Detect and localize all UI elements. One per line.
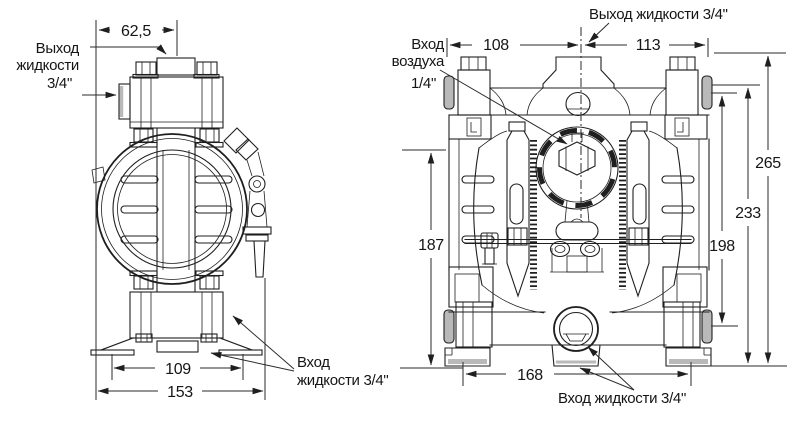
dim-62-5: 62,5 xyxy=(98,23,175,40)
dim-109-value: 109 xyxy=(165,361,191,378)
dim-168: 168 xyxy=(462,362,692,386)
top-port-leader xyxy=(90,44,167,55)
lower-right-side-cap xyxy=(702,310,712,343)
upper-left-side-cap xyxy=(444,76,454,109)
front-outlet-label: Выход жидкости 3/4" xyxy=(588,6,728,43)
side-view-pump xyxy=(90,57,272,356)
front-view-annotations: 108 113 Выход жидкости 3/4" Вход воздуха… xyxy=(392,6,787,407)
side-clamp-latch xyxy=(223,127,272,278)
dim-198-value: 198 xyxy=(709,238,735,255)
svg-text:Выход: Выход xyxy=(36,40,80,57)
side-outlet-label: Выход жидкости 3/4" xyxy=(16,40,117,99)
side-inlet-port xyxy=(156,340,199,353)
svg-text:воздуха: воздуха xyxy=(392,53,445,70)
dim-187-value: 187 xyxy=(418,237,444,254)
front-inlet-label: Вход жидкости 3/4" xyxy=(558,346,686,407)
front-inlet-port xyxy=(551,306,601,367)
dim-153: 153 xyxy=(97,278,266,401)
left-chamber-arc xyxy=(473,147,483,286)
lower-left-side-cap xyxy=(444,310,454,343)
front-view-pump xyxy=(443,56,713,367)
dim-265: 265 xyxy=(714,52,786,364)
left-clamp-band xyxy=(506,121,537,298)
right-chamber-arc xyxy=(673,147,683,286)
dim-113: 113 xyxy=(584,37,709,57)
dim-108: 108 xyxy=(446,37,579,57)
svg-text:Вход: Вход xyxy=(297,354,330,371)
svg-text:3/4": 3/4" xyxy=(47,75,72,92)
side-clamp-band xyxy=(96,133,248,285)
dim-265-value: 265 xyxy=(755,155,781,172)
right-clamp-band xyxy=(619,121,650,298)
svg-text:жидкости 3/4": жидкости 3/4" xyxy=(297,372,388,389)
side-base xyxy=(90,333,263,356)
dim-187: 187 xyxy=(400,149,463,369)
air-inlet-label: Вход воздуха 1/4" xyxy=(392,36,568,145)
svg-text:1/4": 1/4" xyxy=(411,75,436,92)
side-inlet-label: Вход жидкости 3/4" xyxy=(210,315,389,389)
svg-text:Вход жидкости 3/4": Вход жидкости 3/4" xyxy=(558,390,686,407)
air-valve xyxy=(535,126,619,273)
dim-233-value: 233 xyxy=(735,205,761,222)
upper-right-side-cap xyxy=(702,76,712,109)
dim-198: 198 xyxy=(709,92,738,327)
svg-text:Выход жидкости 3/4": Выход жидкости 3/4" xyxy=(589,6,728,23)
dim-113-value: 113 xyxy=(636,37,661,54)
dim-62-5-value: 62,5 xyxy=(121,23,151,40)
side-outlet-port xyxy=(118,83,131,120)
svg-text:Вход: Вход xyxy=(411,36,444,53)
dim-153-value: 153 xyxy=(167,384,193,401)
svg-text:жидкости: жидкости xyxy=(16,57,79,74)
dim-233: 233 xyxy=(712,84,762,364)
side-rib-slots xyxy=(120,175,233,244)
side-view-annotations: 62,5 Выход жидкости 3/4" 109 153 Вход жи… xyxy=(16,20,389,401)
dim-109: 109 xyxy=(111,354,244,380)
front-outlet-port xyxy=(542,56,615,89)
dim-108-value: 108 xyxy=(483,37,509,54)
dim-168-value: 168 xyxy=(517,367,543,384)
